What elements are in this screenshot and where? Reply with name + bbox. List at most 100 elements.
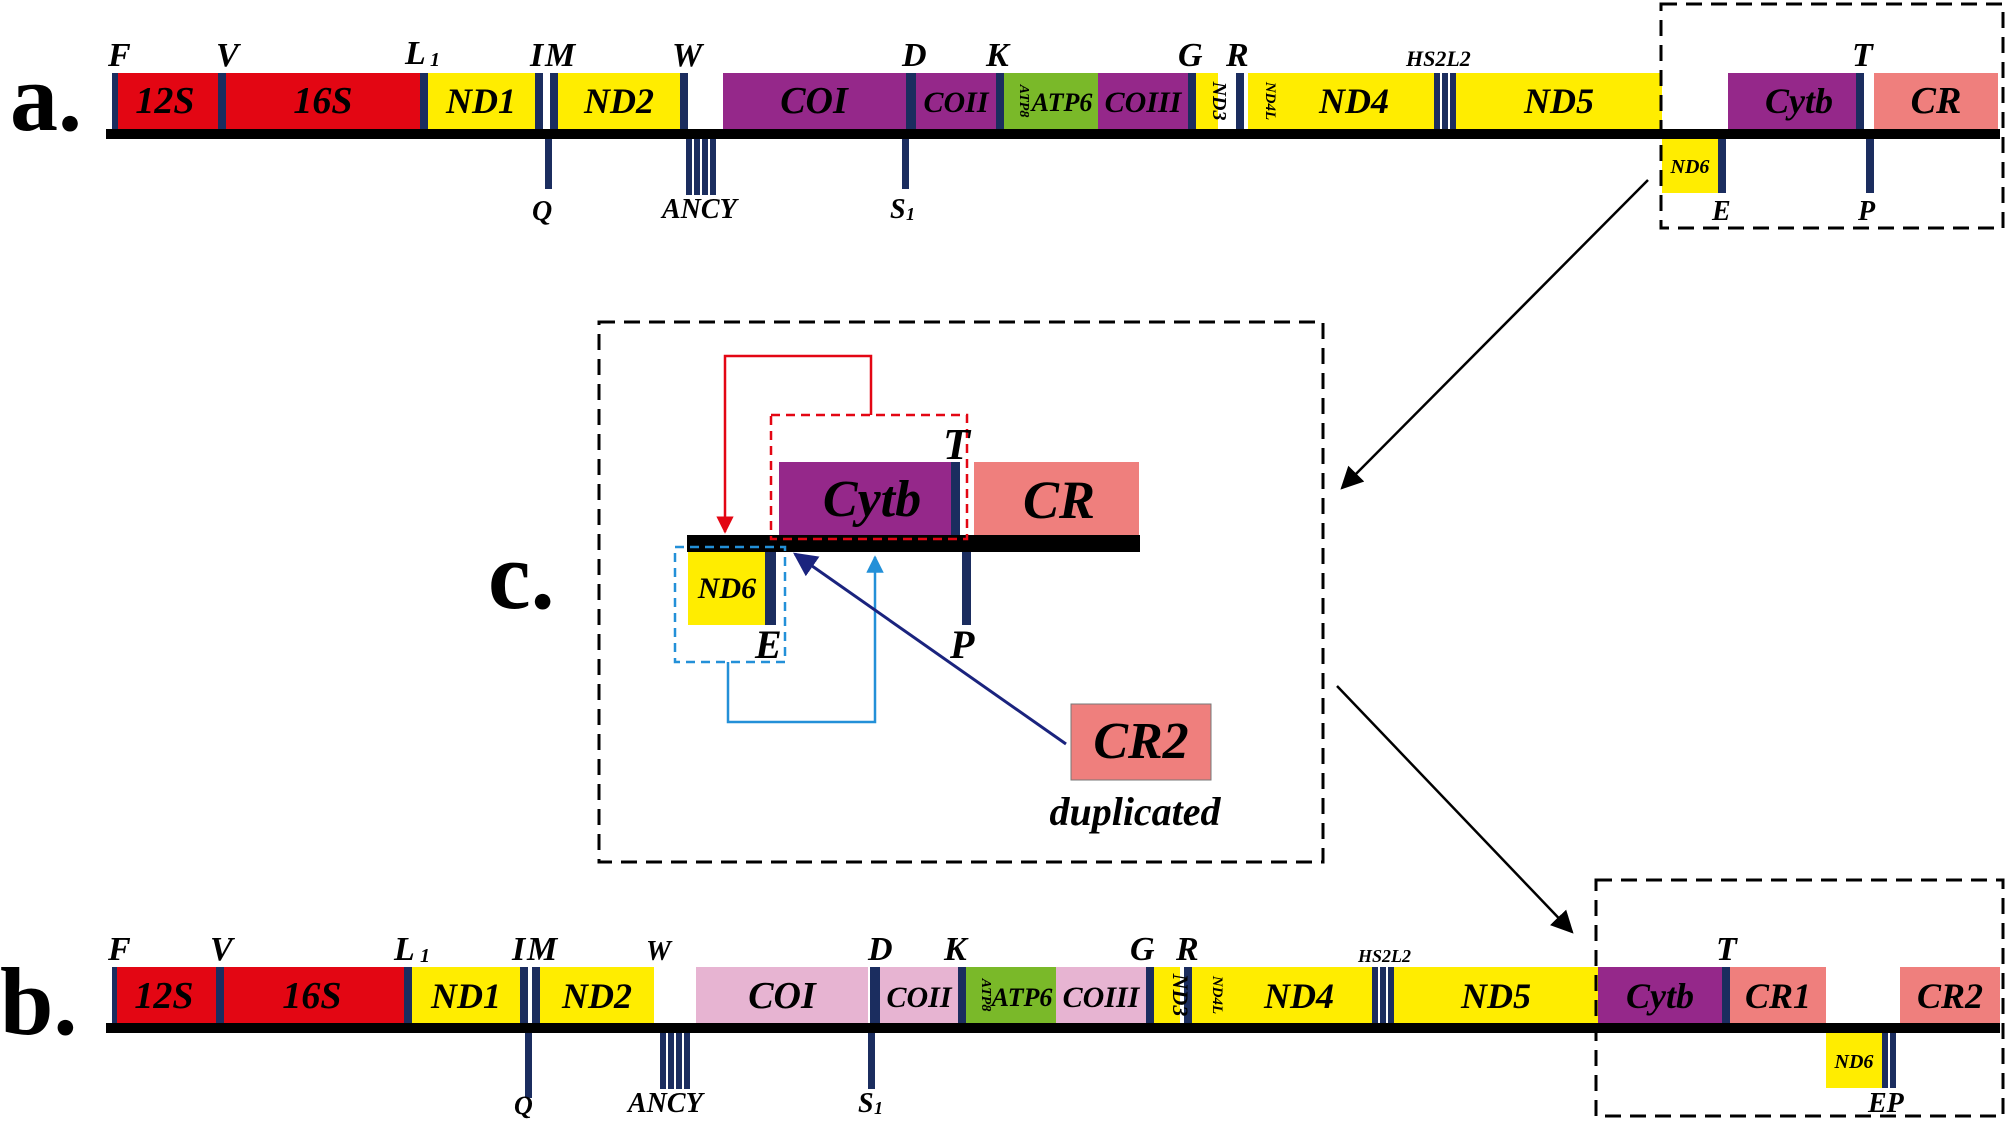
panel-b-label: b. xyxy=(0,948,77,1055)
gene-label-cr-c: CR xyxy=(1023,470,1095,530)
trna-label-l: L xyxy=(404,35,426,72)
gene-label-nd4: ND4 xyxy=(1318,81,1389,121)
trna-mark-d xyxy=(906,73,916,129)
trna-mark-y-b xyxy=(684,1033,690,1089)
trna-mark-e-b xyxy=(1882,1032,1888,1088)
trna-label-hs2l2: HS2L2 xyxy=(1405,46,1471,71)
gene-label-cr: CR xyxy=(1911,80,1962,122)
trna-label-i: I xyxy=(529,37,545,74)
trna-mark-l1-b xyxy=(404,967,412,1023)
gene-block-cr xyxy=(1874,73,1998,129)
trna-mark-m-b xyxy=(532,967,540,1023)
trna-mark-r xyxy=(1236,73,1244,129)
gene-block-nd4-b xyxy=(1226,967,1372,1023)
gene-block-cr1-b xyxy=(1730,967,1826,1023)
gene-label-nd3: ND3 xyxy=(1208,81,1230,121)
gene-block-cr2-b xyxy=(1900,967,2000,1023)
backbone-b xyxy=(106,1023,2000,1033)
gene-block-cytb xyxy=(1728,73,1856,129)
gene-label-nd1: ND1 xyxy=(445,81,516,121)
gene-block-16s xyxy=(226,73,420,129)
trna-mark-v xyxy=(218,73,226,129)
gene-label-coiii-b: COIII xyxy=(1063,981,1141,1014)
backbone-a xyxy=(106,129,2000,139)
trna-label-k: K xyxy=(985,37,1011,74)
trna-label-s-subscript: 1 xyxy=(906,204,915,224)
gene-block-atp8 xyxy=(1004,73,1026,129)
gene-label-cytb: Cytb xyxy=(1765,81,1833,121)
backbone-c xyxy=(687,535,1140,552)
trna-label-m-b: M xyxy=(526,931,559,968)
gene-block-nd1 xyxy=(428,73,535,129)
trna-label-r-b: R xyxy=(1175,931,1199,968)
panel-c-frame xyxy=(597,320,1325,864)
arrow-a-to-c xyxy=(1340,179,1649,490)
gene-block-nd6-b xyxy=(1826,1032,1882,1088)
arrow-c-to-b xyxy=(1336,685,1574,934)
trna-mark-t xyxy=(1856,73,1864,129)
gene-labels-c: Cytb CR ND6 CR2 T E P duplicated xyxy=(697,420,1222,834)
trna-label-d: D xyxy=(901,37,927,74)
highlight-box-b xyxy=(1594,878,2005,1118)
trna-label-p-c: P xyxy=(949,622,975,667)
trna-mark-c xyxy=(702,139,708,195)
trna-label-s: S xyxy=(890,194,906,225)
gene-block-16s-b xyxy=(224,967,404,1023)
trna-label-ancy: ANCY xyxy=(660,194,740,225)
gene-label-nd6-b: ND6 xyxy=(1834,1051,1874,1073)
gene-label-atp8: ATP8 xyxy=(1016,84,1031,118)
trna-mark-t-c xyxy=(951,462,960,535)
nd6-dashed-box xyxy=(673,545,787,664)
gene-labels-b: 12S 16S ND1 ND2 COI COII ATP8 ATP6 COIII… xyxy=(134,973,1983,1073)
gene-block-nd4l-b xyxy=(1192,967,1226,1023)
trna-mark-a xyxy=(686,139,692,195)
panel-c-label: c. xyxy=(488,522,555,629)
trna-label-w: W xyxy=(672,37,705,74)
gene-label-nd3-b: ND3 xyxy=(1168,973,1193,1017)
trna-mark-hs2l2-2 xyxy=(1442,73,1448,129)
trna-label-i-b: I xyxy=(511,931,527,968)
trna-mark-g-b xyxy=(1146,967,1154,1023)
trna-mark-s1-b xyxy=(868,1033,875,1089)
gene-label-cr1-b: CR1 xyxy=(1745,976,1811,1016)
gene-block-nd3 xyxy=(1196,73,1218,129)
trna-label-d-b: D xyxy=(867,931,893,968)
trna-label-s-subscript-b: 1 xyxy=(874,1098,883,1118)
trna-mark-f xyxy=(112,73,118,129)
gene-block-nd5 xyxy=(1456,73,1662,129)
trna-mark-hs2l2-3-b xyxy=(1388,967,1394,1023)
trna-label-q-b: Q xyxy=(514,1091,533,1120)
trna-label-q: Q xyxy=(532,196,552,227)
trna-mark-k xyxy=(996,73,1004,129)
trna-label-e: E xyxy=(1711,196,1731,227)
gene-label-coiii: COIII xyxy=(1105,86,1183,119)
trna-mark-n-b xyxy=(668,1033,674,1089)
gene-block-atp6-b xyxy=(988,967,1056,1023)
gene-block-coii xyxy=(916,73,996,129)
blue-arrow-nd6-move xyxy=(726,555,884,724)
gene-label-nd5: ND5 xyxy=(1523,81,1594,121)
trna-mark-w xyxy=(680,73,688,129)
trna-mark-s1 xyxy=(902,139,909,189)
gene-label-cr2-c: CR2 xyxy=(1093,713,1188,770)
trna-label-m: M xyxy=(544,37,577,74)
trna-label-p: P xyxy=(1857,196,1876,227)
gene-label-nd2-b: ND2 xyxy=(561,976,632,1016)
gene-block-12s xyxy=(112,73,218,129)
trna-marks-a xyxy=(112,73,1874,195)
trna-mark-f-b xyxy=(112,967,117,1023)
gene-label-nd5-b: ND5 xyxy=(1460,976,1531,1016)
gene-label-nd1-b: ND1 xyxy=(430,976,501,1016)
trna-mark-p xyxy=(1866,139,1874,193)
trna-mark-a-b xyxy=(660,1033,666,1089)
gene-label-nd2: ND2 xyxy=(583,81,654,121)
gene-block-coi-b xyxy=(696,967,868,1023)
trna-mark-e-c xyxy=(765,552,776,625)
trna-labels-top-b: F V L 1 I M W D K G R HS2L2 T xyxy=(107,931,1738,968)
gene-block-nd5-b xyxy=(1394,967,1598,1023)
gene-label-12s-b: 12S xyxy=(134,975,193,1017)
trna-mark-d-b xyxy=(870,967,880,1023)
gene-block-nd3-b xyxy=(1154,967,1180,1023)
gene-label-16s-b: 16S xyxy=(282,975,341,1017)
trna-mark-hs2l2-2-b xyxy=(1380,967,1386,1023)
